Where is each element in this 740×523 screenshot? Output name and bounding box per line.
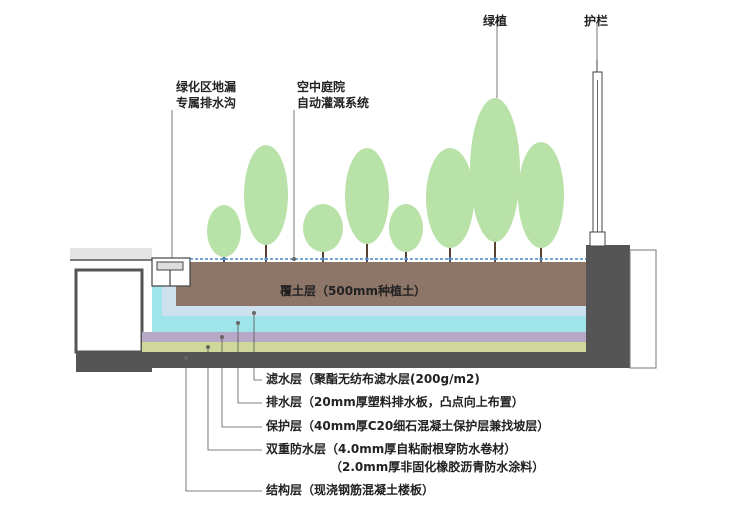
tree-crown <box>303 204 343 252</box>
interior-wall-box <box>74 268 144 354</box>
label-drainage-layer: 排水层（20mm厚塑料排水板，凸点向上布置） <box>266 395 524 409</box>
irrigation-emitter <box>321 257 325 261</box>
label-filter-layer: 滤水层（聚酯无纺布滤水层(200g/m2) <box>266 372 480 386</box>
label-drain-line2: 专属排水沟 <box>176 96 237 110</box>
soil-layer <box>176 262 586 306</box>
label-protection-layer: 保护层（40mm厚C20细石混凝土保护层兼找坡层） <box>266 419 550 433</box>
label-green-plants: 绿植 <box>483 14 508 28</box>
tree-crown <box>518 142 564 248</box>
irrigation-emitter <box>493 257 497 261</box>
railing <box>589 60 606 247</box>
structural-slab <box>76 245 630 372</box>
tree-crown <box>345 148 389 244</box>
filter-layer <box>162 285 586 316</box>
watermark: 搜狐号@搜狐焦点南平站 <box>560 500 714 516</box>
trees <box>207 98 564 262</box>
tree-crown <box>244 145 288 245</box>
leader-lines <box>171 22 598 492</box>
label-soil-layer: 覆土层（500mm种植土） <box>280 284 427 298</box>
irrigation-emitter <box>404 257 408 261</box>
waterproof-layer <box>142 342 586 352</box>
label-drain-line1: 绿化区地漏 <box>176 80 237 94</box>
irrigation-emitter <box>448 257 452 261</box>
irrigation-emitter <box>365 257 369 261</box>
label-waterproof-layer: 双重防水层（4.0mm厚自粘耐根穿防水卷材） <box>266 442 517 456</box>
irrigation-emitter <box>539 257 543 261</box>
tree-crown <box>426 148 474 248</box>
label-railing: 护栏 <box>584 14 609 28</box>
tree-crown <box>389 204 423 252</box>
drainage-layer <box>152 285 586 332</box>
label-waterproof-layer-2: （2.0mm厚非固化橡胶沥青防水涂料） <box>330 460 545 474</box>
label-courtyard-line2: 自动灌溉系统 <box>297 96 370 110</box>
tree-crown <box>470 98 520 242</box>
left-paving-ledge <box>70 248 152 260</box>
label-courtyard-line1: 空中庭院 <box>297 80 346 94</box>
label-structural-layer: 结构层（现浇钢筋混凝土楼板） <box>266 483 435 497</box>
drain-grate <box>156 261 184 271</box>
irrigation-emitter <box>222 257 226 261</box>
tree-crown <box>207 205 241 257</box>
leader-dots <box>184 257 296 360</box>
parapet-edge <box>629 249 657 369</box>
irrigation-emitter <box>264 257 268 261</box>
protection-layer <box>142 332 586 342</box>
